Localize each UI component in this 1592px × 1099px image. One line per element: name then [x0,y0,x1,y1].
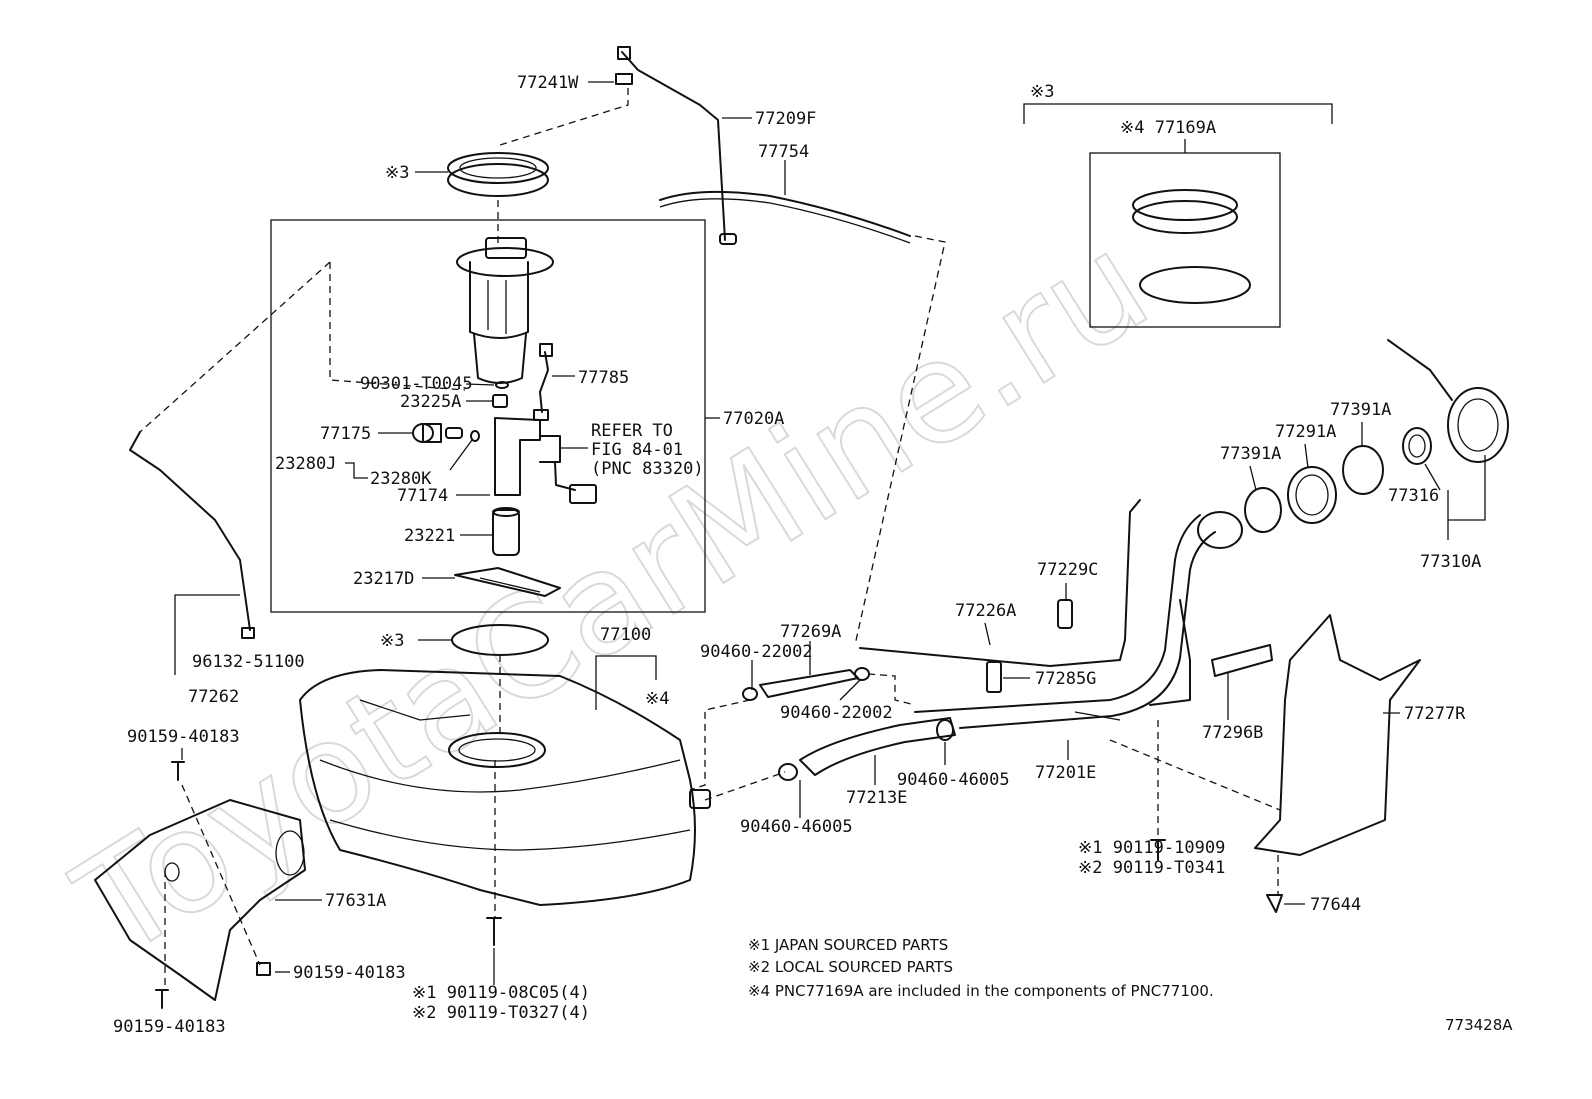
label-77201E: 77201E [1035,763,1096,783]
ring-77316 [1402,427,1432,465]
label-refer-1: REFER TO [591,421,673,441]
fuel-tank [299,669,711,906]
label-x3-box: ※3 [1030,82,1054,102]
label-77296B: 77296B [1202,723,1263,743]
label-77226A: 77226A [955,601,1016,621]
valve-77229C [1057,599,1073,629]
bolt-90159-low [155,989,169,1009]
label-77100: 77100 [600,625,651,645]
label-90301-T0045: 90301-T0045 [360,374,473,394]
label-90460-22002-b: 90460-22002 [780,703,893,723]
label-77209F: 77209F [755,109,816,129]
kit-77169A-box [1023,103,1333,328]
tube-77262 [129,431,251,631]
hose-77269A [759,669,859,698]
leader-lines [174,81,1486,985]
label-77213E: 77213E [846,788,907,808]
label-90460-22002-a: 90460-22002 [700,642,813,662]
label-23280J: 23280J [275,454,336,474]
label-77175: 77175 [320,424,371,444]
label-x3-gasket: ※3 [380,631,404,651]
hose-77213E [799,717,956,776]
label-refer-3: (PNC 83320) [591,459,704,479]
figure-code: 773428A [1445,1016,1513,1034]
label-90119-08C05: ※1 90119-08C05(4) [412,983,590,1003]
footnotes: ※1 JAPAN SOURCED PARTS ※2 LOCAL SOURCED … [748,936,1214,1000]
label-77229C: 77229C [1037,560,1098,580]
label-77285G: 77285G [1035,669,1096,689]
label-77277R: 77277R [1404,704,1466,724]
bolt-filler [1150,839,1166,861]
label-90119-T0327: ※2 90119-T0327(4) [412,1003,590,1023]
gasket-77391A-left [1244,487,1282,533]
label-96132-51100: 96132-51100 [192,652,305,672]
note-local-sourced: ※2 LOCAL SOURCED PARTS [748,958,953,976]
label-90460-46005-a: 90460-46005 [897,770,1010,790]
bolt-left-top [171,761,185,781]
tube-77754 [659,190,911,237]
label-77174: 77174 [397,486,448,506]
label-77644: 77644 [1310,895,1361,915]
bolt-tank-bottom [486,917,502,946]
label-77754: 77754 [758,142,809,162]
label-77310A: 77310A [1420,552,1481,572]
label-90159-40183-top: 90159-40183 [127,727,240,747]
label-77262: 77262 [188,687,239,707]
label-23280K: 23280K [370,469,432,489]
fuel-cap-77310A [1387,339,1509,463]
pump-body [456,237,554,384]
filler-pipe-77201E [859,499,1243,729]
label-77391A-left: 77391A [1220,444,1281,464]
label-90159-40183-mid: 90159-40183 [293,963,406,983]
label-90159-40183-low: 90159-40183 [113,1017,226,1037]
label-90119-10909: ※1 90119-10909 [1078,838,1225,858]
label-90460-46005-b: 90460-46005 [740,817,853,837]
filler-neck-77291A [1287,466,1337,524]
part-labels: 77241W 77209F 77754 ※3 90301-T0045 23225… [113,73,1481,1037]
note-included-components: ※4 PNC77169A are included in the compone… [748,982,1214,1000]
label-77631A: 77631A [325,891,386,911]
shroud-77277R [1254,614,1421,856]
label-23217D: 23217D [353,569,414,589]
bolt-90159-mid [256,962,271,976]
bracket-77296B [1211,644,1273,677]
clip-77644 [1266,894,1283,913]
label-90119-T0341: ※2 90119-T0341 [1078,858,1225,878]
label-77269A: 77269A [780,622,841,642]
label-77169A: ※4 77169A [1120,118,1216,138]
guide-lines [139,88,1281,990]
note-japan-sourced: ※1 JAPAN SOURCED PARTS [748,936,948,954]
label-77020A: 77020A [723,409,784,429]
label-x4-tank: ※4 [645,689,669,709]
label-77391A-right: 77391A [1330,400,1391,420]
watermark: ToyotaCarMine.ru [51,202,1175,989]
label-x3-ring: ※3 [385,163,409,183]
gasket-77391A-right [1342,445,1384,495]
label-77316: 77316 [1388,486,1439,506]
clip-77285G [986,661,1002,693]
retaining-ring [447,152,549,197]
vent-tube-77209F [615,46,737,245]
label-23221: 23221 [404,526,455,546]
pump-assembly-group [270,152,706,613]
label-77241W: 77241W [517,73,579,93]
label-77785: 77785 [578,368,629,388]
label-refer-2: FIG 84-01 [591,440,683,460]
label-23225A: 23225A [400,392,461,412]
label-77291A: 77291A [1275,422,1336,442]
